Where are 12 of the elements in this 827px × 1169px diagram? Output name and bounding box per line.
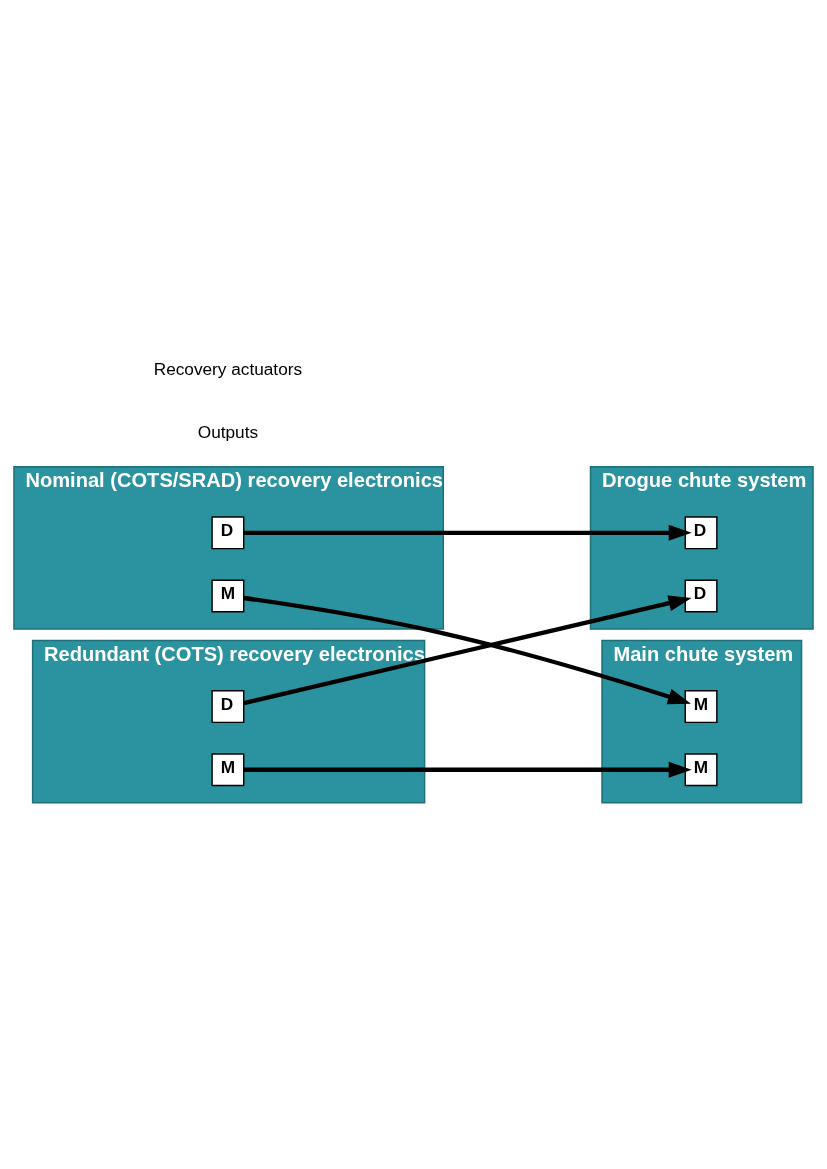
node-box: D (211, 516, 245, 550)
node-box: M (684, 753, 718, 787)
node-box: M (211, 753, 245, 787)
node-box: M (211, 579, 245, 613)
arrow (243, 524, 692, 541)
node-box: M (684, 690, 718, 724)
node-box: D (684, 516, 718, 550)
arrow (243, 761, 692, 778)
node-box: D (211, 690, 245, 724)
label: Recovery actuators (153, 358, 303, 379)
node-box: D (684, 579, 718, 613)
label: Outputs (197, 422, 259, 443)
